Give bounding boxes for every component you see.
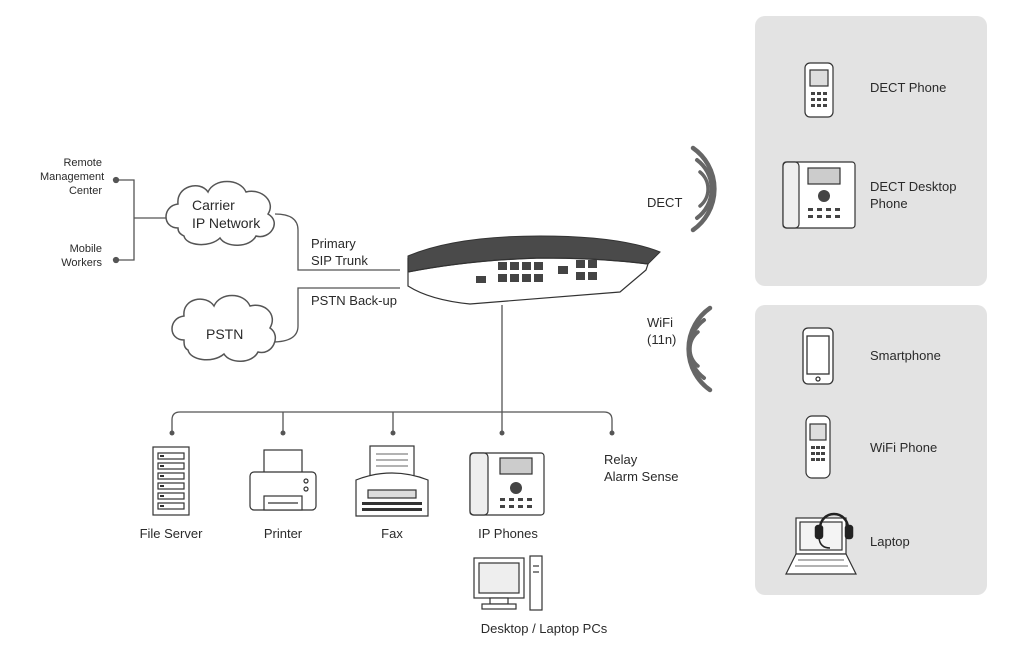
relay-alarm-sense-label: Relay Alarm Sense [604,452,679,484]
dect-phone-icon [804,62,834,118]
pstn-cloud-icon [171,294,276,362]
wifi-link-label: WiFi (11n) [647,315,677,347]
remote-connector [112,176,170,264]
wifi-phone-icon [805,415,831,479]
smartphone-label: Smartphone [870,348,941,363]
printer-icon [249,449,317,511]
ip-phones-label: IP Phones [478,526,538,541]
wifi-phone-label: WiFi Phone [870,440,938,455]
dect-link-label: DECT [647,195,683,210]
dect-desktop-phone-label: DECT Desktop Phone [870,179,957,211]
wifi-devices-panel [755,305,987,595]
primary-sip-trunk-label: Primary SIP Trunk [311,236,368,268]
headset-icon [814,512,854,549]
remote-management-label: Remote Management Center [40,157,105,197]
dect-devices-panel [755,16,987,286]
laptop-icon [785,517,857,575]
file-server-label: File Server [139,526,203,541]
wifi-waves-icon [686,305,713,393]
fax-label: Fax [381,526,403,541]
printer-label: Printer [263,526,303,541]
pstn-backup-label: PSTN Back-up [311,293,397,308]
carrier-network-label: Carrier IP Network [192,197,261,231]
mobile-workers-label: Mobile Workers [61,243,102,269]
dect-phone-label: DECT Phone [870,80,947,95]
carrier-cloud-icon [165,180,275,246]
pstn-label: PSTN [206,326,244,342]
lan-bus-line [171,411,613,432]
smartphone-icon [802,327,834,385]
laptop-label: Laptop [870,534,910,549]
pstn-backup-line [271,287,400,343]
ip-phone-icon [469,452,545,516]
dect-desktop-phone-icon [782,161,856,229]
primary-trunk-line [274,213,400,271]
fax-icon [355,445,429,517]
dect-waves-icon [690,145,717,233]
desktop-pc-icon [473,555,543,611]
gateway-router-icon [407,235,661,305]
desktop-laptop-pcs-label: Desktop / Laptop PCs [480,621,608,636]
file-server-icon [152,446,190,516]
